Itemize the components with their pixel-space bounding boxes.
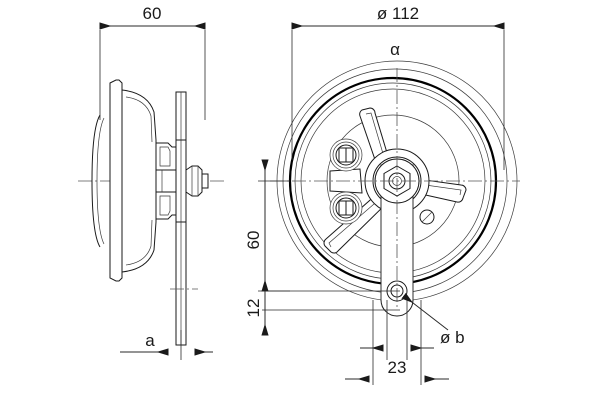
terminal-connectors-group [329,138,363,225]
horn-dome-body [121,89,157,273]
horn-upper-boss-detail [159,146,171,167]
adjustment-screw-slot [421,211,433,223]
angle-alpha-label: α [390,40,400,59]
terminal-lower-ring-1 [332,194,360,222]
gap-a-label: a [145,331,155,350]
terminal-lower-ring-2 [335,197,357,219]
gap-a-dimension-group: a [120,330,213,360]
height-60-label: 60 [244,231,263,250]
height-12-dimension-group: 12 [244,290,400,336]
mounting-hex-nut [185,165,203,197]
hole-diameter-group: ø b [401,292,465,347]
terminal-upper-ring-1 [332,141,360,169]
bracket-width-dimension-group: 23 [345,300,449,385]
terminal-upper-ring-2 [335,144,357,166]
hole-width-dimension-group [360,300,434,360]
horn-dome-inner-contour-top [125,96,153,143]
horn-lower-boss-detail [159,195,171,216]
diameter-dimension-group: ø 112 [291,4,505,170]
horn-membrane-outer-edge [91,114,101,248]
diameter-dimension-label: ø 112 [377,4,419,23]
horn-central-hub [155,169,179,193]
side-view-group [78,79,225,346]
horn-membrane-inner-edge [96,117,105,245]
horn-dome-inner-contour-bottom [125,219,153,266]
depth-dimension-label: 60 [143,4,162,23]
horn-flange-profile [109,79,123,282]
height-12-label: 12 [244,299,263,318]
depth-dimension-group: 60 [99,4,206,120]
hole-diameter-label: ø b [440,328,465,347]
spoke-lower-left-slot [328,190,390,248]
bracket-width-label: 23 [388,358,407,377]
threaded-stud [201,173,209,189]
hole-diameter-leader [401,292,449,331]
